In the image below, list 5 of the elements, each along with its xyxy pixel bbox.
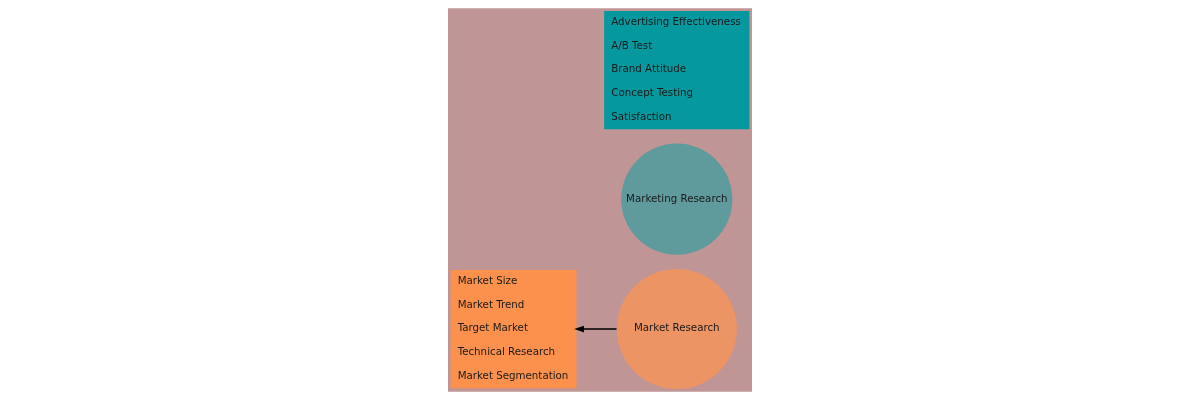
node-box: Advertising Effectiveness A/B Test Brand Attitude Concept Testing Satisfaction (604, 10, 750, 130)
node-box: Market Size Market Trend Target Market Technical Research Market Segmentation (450, 269, 577, 389)
node-circle: Market Research (616, 268, 737, 390)
arrow (574, 325, 618, 333)
node-circle: Marketing Research (621, 143, 733, 255)
